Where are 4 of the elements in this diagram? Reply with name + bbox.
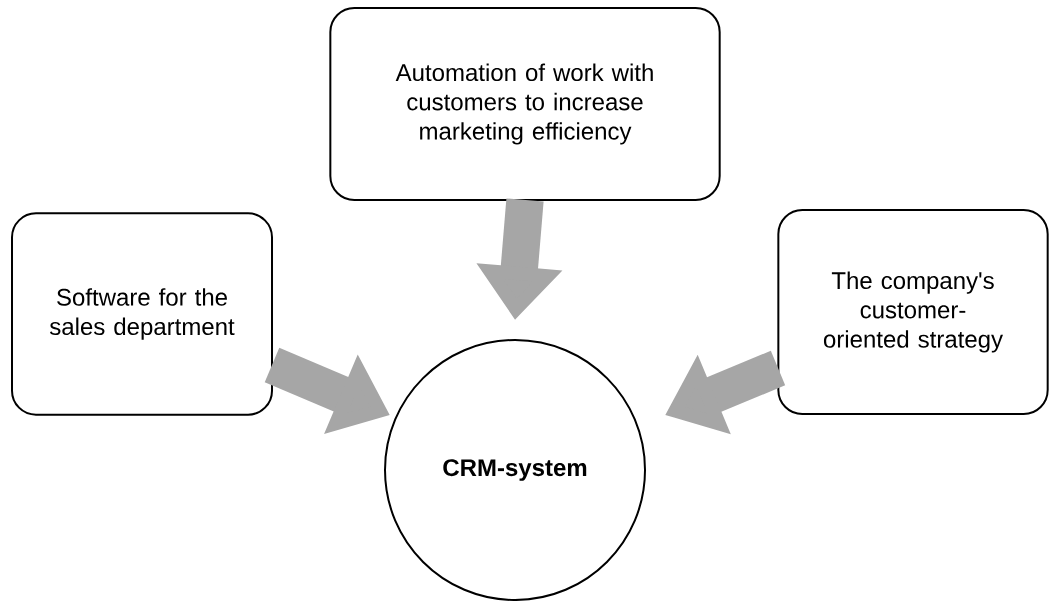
rounded-box: Software for the sales department: [11, 212, 273, 416]
rounded-box: The company's customer-oriented strategy: [777, 209, 1049, 415]
rounded-box: Automation of work with customers to increase marketing efficiency: [329, 7, 721, 201]
circle-node: CRM-system: [384, 339, 646, 601]
